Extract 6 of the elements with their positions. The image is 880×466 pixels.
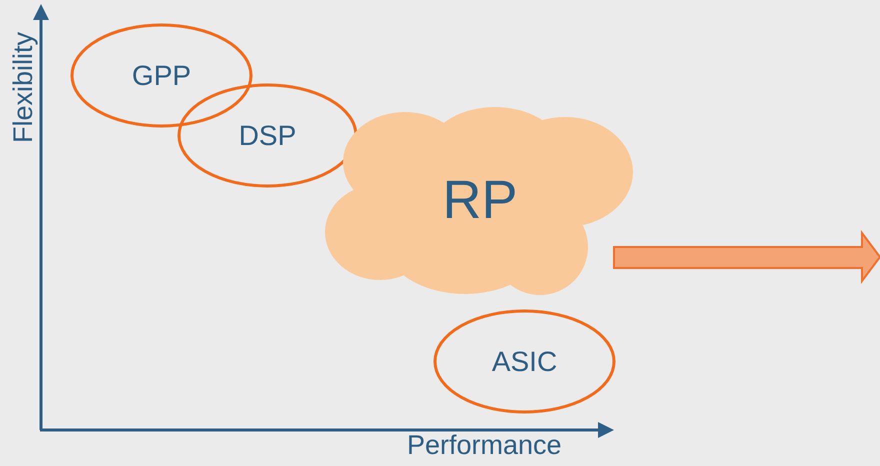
axis-title: Performance (407, 430, 562, 461)
node-label: GPP (132, 60, 192, 92)
node-label: ASIC (492, 346, 558, 378)
node-label: DSP (238, 120, 296, 152)
node-label: RP (442, 169, 518, 231)
axis-title: Flexibility (8, 32, 39, 144)
